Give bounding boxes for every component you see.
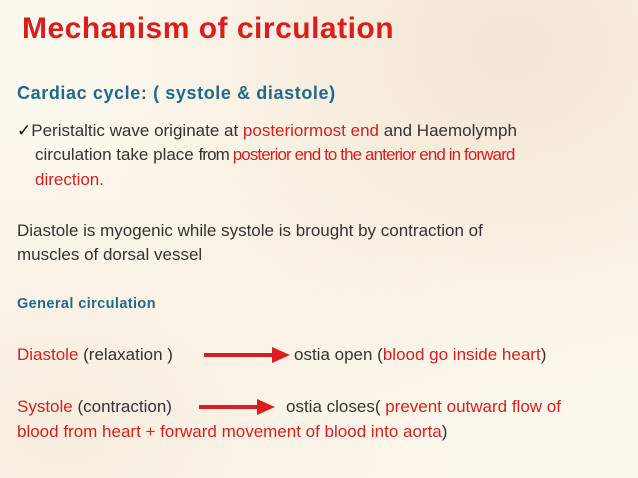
systole-line-2-close: ) [441,422,448,441]
bullet-line-2: circulation take place from posterior en… [35,145,516,165]
systole-result-a: ostia closes( [286,397,386,416]
bullet-text-from: from [198,145,233,164]
slide-title: Mechanism of circulation [22,12,395,45]
bullet-text-a: Peristaltic wave originate at [31,121,243,140]
diastole-result-highlight: blood go inside heart [382,345,541,364]
systole-result: ostia closes( prevent outward flow of [286,397,561,417]
systole-line-2-highlight: blood from heart + forward movement of b… [17,422,442,441]
right-arrow-icon [204,347,290,363]
diastole-result-a: ostia open ( [294,345,383,364]
systole-desc: (contraction) [72,397,172,416]
bullet-text-c: and Haemolymph [378,121,517,140]
general-circulation-heading: General circulation [17,296,156,312]
diastole-label: Diastole (relaxation ) [17,345,173,365]
bullet-line-1: ✓Peristaltic wave originate at posterior… [17,121,517,141]
bullet-text-circulation: circulation take place [35,145,199,164]
para-line-2: muscles of dorsal vessel [17,245,203,264]
bullet-highlight-posteriormost: posteriormost end [242,121,379,140]
diastole-result-c: ) [540,345,547,364]
systole-label: Systole (contraction) [17,397,172,417]
systole-term: Systole [17,397,73,416]
systole-line-2: blood from heart + forward movement of b… [17,422,447,442]
slide-subtitle: Cardiac cycle: ( systole & diastole) [17,83,336,103]
diastole-desc: (relaxation ) [78,345,173,364]
checkmark-icon: ✓ [17,121,32,140]
systole-result-highlight: prevent outward flow of [385,397,561,416]
para-line-1: Diastole is myogenic while systole is br… [17,221,483,240]
bullet-highlight-direction: posterior end to the anterior end in for… [232,145,516,164]
diastole-result: ostia open (blood go inside heart) [294,345,546,365]
bullet-line-3: direction. [35,170,104,189]
diastole-term: Diastole [17,345,79,364]
right-arrow-icon [199,399,275,415]
